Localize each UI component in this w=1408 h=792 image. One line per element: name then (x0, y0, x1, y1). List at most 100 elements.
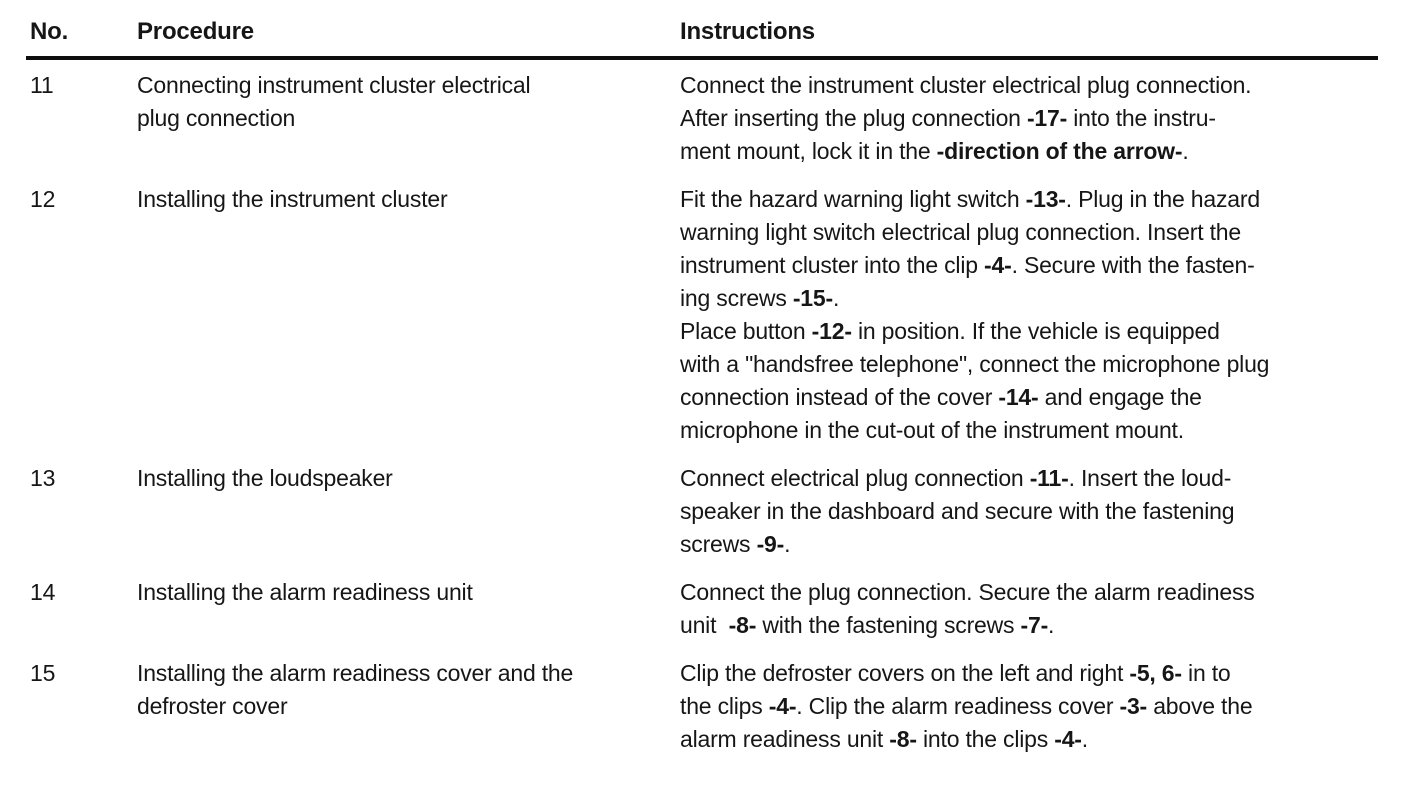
part-reference-bold: -8- (889, 726, 917, 752)
text-segment: After inserting the plug connection (680, 105, 1027, 131)
text-segment: Clip the defroster covers on the left an… (680, 660, 1130, 686)
part-reference-bold: -13- (1025, 186, 1066, 212)
table-body: 11 Connecting instrument cluster electri… (30, 69, 1408, 756)
text-segment: . (784, 531, 791, 557)
instruction-line: the clips -4-. Clip the alarm readiness … (680, 690, 1408, 723)
instruction-line: instrument cluster into the clip -4-. Se… (680, 249, 1408, 282)
text-segment: . Clip the alarm readiness cover (796, 693, 1120, 719)
instructions-cell: Connect the plug connection. Secure the … (680, 576, 1408, 642)
procedure-cell: Installing the loudspeaker (137, 462, 680, 561)
part-reference-bold: -3- (1119, 693, 1148, 719)
row-number: 12 (30, 186, 56, 212)
text-segment: . (832, 285, 840, 311)
instruction-line: Clip the defroster covers on the left an… (680, 657, 1408, 690)
part-reference-bold: -4- (1054, 726, 1082, 752)
part-reference-bold: -9- (756, 531, 785, 557)
instructions-cell: Connect the instrument cluster electrica… (680, 69, 1408, 168)
text-segment: in to (1181, 660, 1231, 686)
column-header-instructions: Instructions (680, 18, 815, 45)
text-segment: unit (680, 612, 729, 638)
row-number: 14 (30, 579, 56, 605)
text-segment: microphone in the cut-out of the instrum… (680, 417, 1184, 443)
text-segment: Fit the hazard warning light switch (680, 186, 1026, 212)
instruction-line: unit -8- with the fastening screws -7-. (680, 609, 1408, 642)
instruction-line: ing screws -15-. (680, 282, 1408, 315)
procedure-cell: Installing the alarm readiness unit (137, 576, 680, 642)
table-row: 14 Installing the alarm readiness unit C… (30, 576, 1408, 642)
part-reference-bold: -11- (1029, 465, 1069, 491)
procedure-line: Connecting instrument cluster electrical (137, 72, 531, 98)
text-segment: above the (1147, 693, 1253, 719)
part-reference-bold: -4- (768, 693, 797, 719)
text-segment: speaker in the dashboard and secure with… (680, 498, 1235, 524)
text-segment: the clips (680, 693, 769, 719)
text-segment: into the instru- (1067, 105, 1216, 131)
part-reference-bold: -7- (1020, 612, 1049, 638)
table-row: 11 Connecting instrument cluster electri… (30, 69, 1408, 168)
header-divider-rule (26, 56, 1378, 60)
text-segment: . (1081, 726, 1088, 752)
row-number: 13 (30, 465, 56, 491)
part-reference-bold: -15- (792, 285, 833, 311)
text-segment: . (1182, 138, 1189, 164)
text-segment: . Insert the loud- (1068, 465, 1232, 491)
part-reference-bold: -4- (984, 252, 1012, 278)
procedure-line: Installing the alarm readiness unit (137, 579, 473, 605)
instruction-line: After inserting the plug connection -17-… (680, 102, 1408, 135)
part-reference-bold: -17- (1026, 105, 1068, 131)
procedure-line: defroster cover (137, 693, 288, 719)
text-segment: and engage the (1038, 384, 1202, 410)
text-segment: Connect the plug connection. Secure the … (680, 579, 1255, 605)
table-header-row: No. Procedure Instructions (30, 18, 1408, 46)
text-segment: into the clips (916, 726, 1055, 752)
instruction-line: Fit the hazard warning light switch -13-… (680, 183, 1408, 216)
instruction-line: warning light switch electrical plug con… (680, 216, 1408, 249)
procedure-cell: Installing the instrument cluster (137, 183, 680, 447)
row-number: 11 (30, 72, 54, 98)
text-segment: warning light switch electrical plug con… (680, 219, 1241, 245)
text-segment: instrument cluster into the clip (680, 252, 985, 278)
part-reference-bold: -5, 6- (1129, 660, 1182, 686)
procedure-cell: Connecting instrument cluster electrical… (137, 69, 680, 168)
text-segment: screws (680, 531, 757, 557)
text-segment: with the fastening screws (756, 612, 1021, 638)
instruction-line: connection instead of the cover -14- and… (680, 381, 1408, 414)
part-reference-bold: -14- (998, 384, 1039, 410)
table-row: 13 Installing the loudspeaker Connect el… (30, 462, 1408, 561)
instruction-line: ment mount, lock it in the -direction of… (680, 135, 1408, 168)
column-header-procedure: Procedure (137, 18, 254, 45)
text-segment: ing screws (680, 285, 793, 311)
instructions-cell: Connect electrical plug connection -11-.… (680, 462, 1408, 561)
procedure-line: Installing the loudspeaker (137, 465, 393, 491)
procedure-line: Installing the alarm readiness cover and… (137, 660, 574, 686)
part-reference-bold: -direction of the arrow- (936, 138, 1183, 164)
text-segment: alarm readiness unit (680, 726, 890, 752)
text-segment: ment mount, lock it in the (680, 138, 937, 164)
instruction-line: Connect the plug connection. Secure the … (680, 576, 1408, 609)
row-number: 15 (30, 660, 56, 686)
instruction-line: Connect electrical plug connection -11-.… (680, 462, 1408, 495)
instructions-cell: Clip the defroster covers on the left an… (680, 657, 1408, 756)
instruction-line: screws -9-. (680, 528, 1408, 561)
instruction-line: speaker in the dashboard and secure with… (680, 495, 1408, 528)
text-segment: Connect the instrument cluster electrica… (680, 72, 1252, 98)
text-segment: connection instead of the cover (680, 384, 999, 410)
instruction-line: with a "handsfree telephone", connect th… (680, 348, 1408, 381)
instructions-cell: Fit the hazard warning light switch -13-… (680, 183, 1408, 447)
instruction-line: Connect the instrument cluster electrica… (680, 69, 1408, 102)
procedure-cell: Installing the alarm readiness cover and… (137, 657, 680, 756)
column-header-no: No. (30, 18, 69, 45)
text-segment: with a "handsfree telephone", connect th… (680, 351, 1270, 377)
instruction-line: Place button -12- in position. If the ve… (680, 315, 1408, 348)
instruction-line: microphone in the cut-out of the instrum… (680, 414, 1408, 447)
table-row: 15 Installing the alarm readiness cover … (30, 657, 1408, 756)
text-segment: . Plug in the hazard (1065, 186, 1260, 212)
part-reference-bold: -8- (728, 612, 757, 638)
text-segment: in position. If the vehicle is equipped (851, 318, 1220, 344)
text-segment: . Secure with the fasten- (1011, 252, 1255, 278)
text-segment: Place button (680, 318, 812, 344)
procedure-line: plug connection (137, 105, 296, 131)
part-reference-bold: -12- (811, 318, 852, 344)
table-row: 12 Installing the instrument cluster Fit… (30, 183, 1408, 447)
